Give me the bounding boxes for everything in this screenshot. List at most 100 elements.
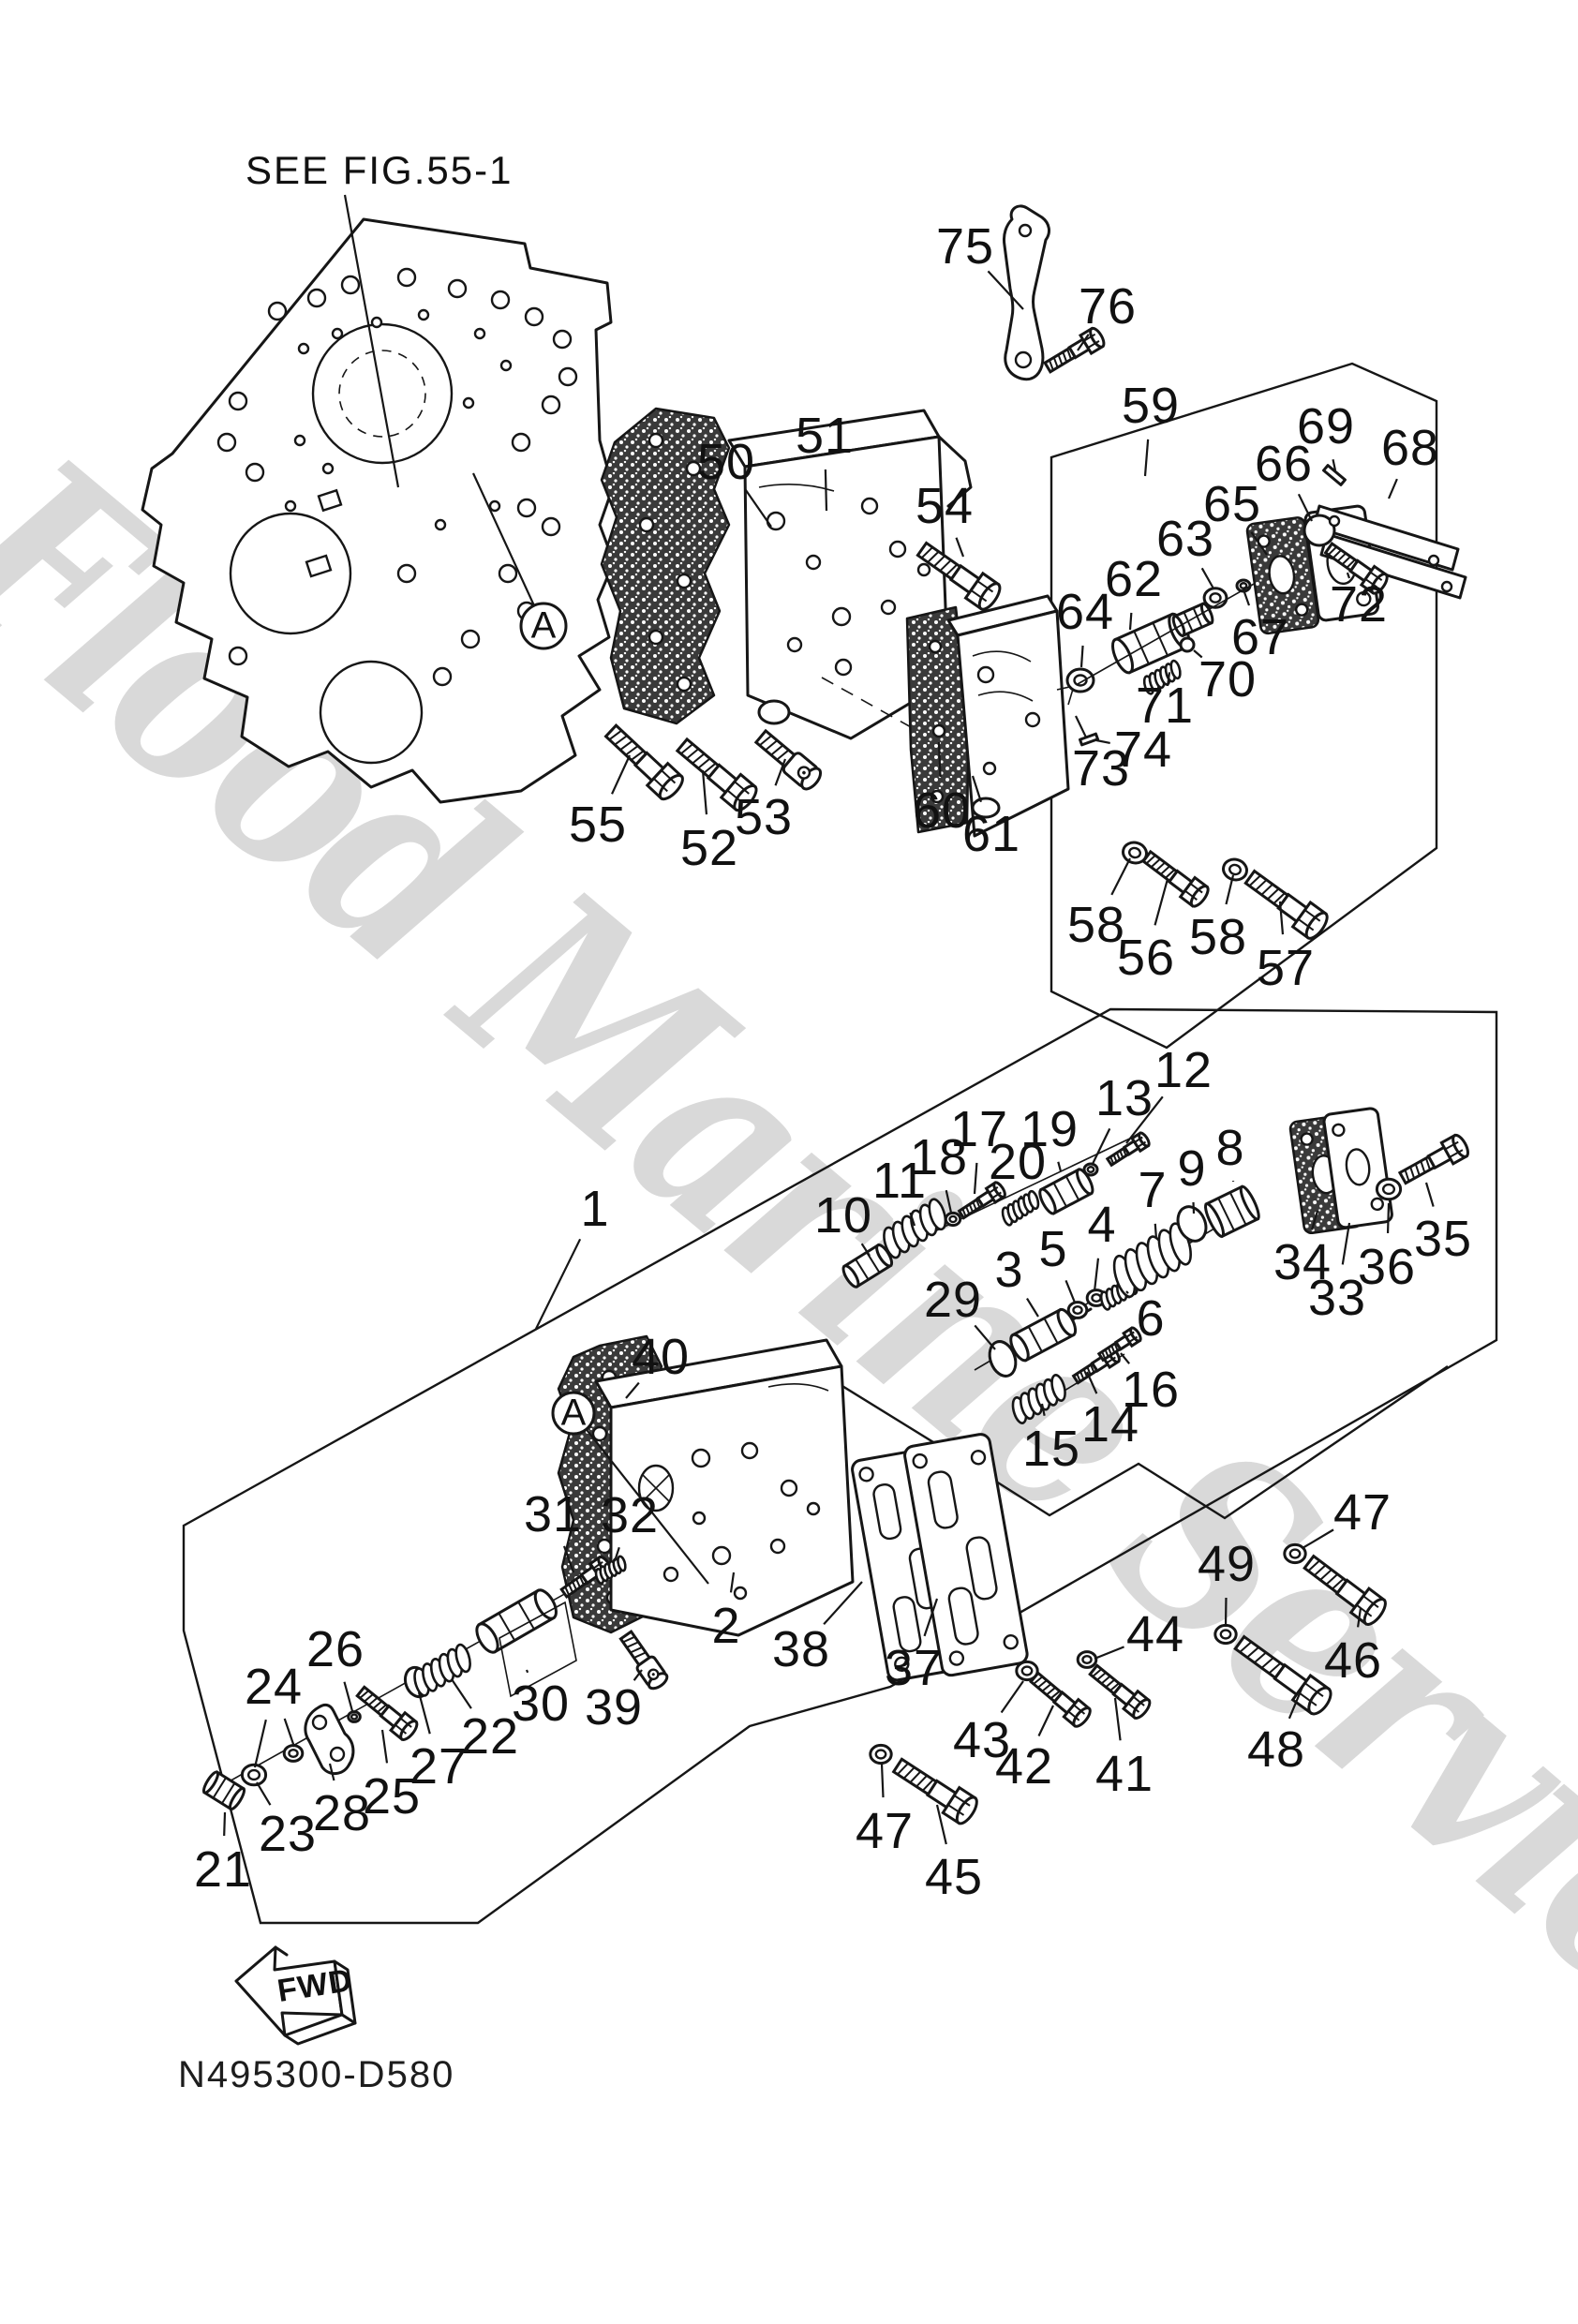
leader-line-27 — [419, 1692, 430, 1734]
part-callout-6: 6 — [1136, 1290, 1166, 1347]
part-callout-19: 19 — [1020, 1101, 1079, 1157]
leader-line-21 — [224, 1812, 225, 1836]
part-callout-7: 7 — [1138, 1162, 1168, 1218]
gasket-50 — [602, 409, 729, 723]
part-callout-28: 28 — [312, 1785, 372, 1841]
part-callout-16: 16 — [1121, 1362, 1181, 1418]
leader-line-58 — [1226, 875, 1233, 904]
part-callout-71: 71 — [1135, 678, 1195, 734]
leader-line-6 — [1126, 1291, 1128, 1293]
leader-line-57 — [1280, 901, 1283, 934]
part-callout-39: 39 — [584, 1679, 644, 1736]
leader-line-73 — [1076, 716, 1086, 738]
leader-line-62 — [1130, 613, 1131, 630]
leader-line-18 — [946, 1190, 951, 1213]
part-callout-3: 3 — [994, 1242, 1024, 1298]
leader-line-39 — [634, 1670, 642, 1680]
leader-line-72 — [1347, 573, 1349, 578]
leader-line-56 — [1155, 879, 1168, 925]
part-callout-56: 56 — [1116, 930, 1176, 986]
seat-9 — [1172, 1202, 1211, 1245]
valve-body-2 — [596, 1340, 853, 1635]
leader-line-28 — [330, 1764, 334, 1780]
part-callout-29: 29 — [923, 1272, 983, 1328]
part-callout-38: 38 — [771, 1621, 831, 1677]
leader-line-44 — [1094, 1646, 1124, 1659]
engine-plate — [142, 219, 614, 802]
part-callout-37: 37 — [884, 1640, 944, 1696]
part-callout-5: 5 — [1038, 1221, 1068, 1277]
leader-line-30 — [527, 1670, 528, 1673]
leader-line-63 — [1202, 568, 1213, 588]
leader-line-50 — [746, 490, 771, 527]
part-callout-33: 33 — [1307, 1270, 1367, 1326]
part-callout-34: 34 — [1273, 1234, 1332, 1290]
detail-marker-circle-0 — [521, 603, 566, 648]
part-callout-59: 59 — [1121, 378, 1181, 434]
leader-line-64 — [1081, 646, 1083, 667]
part-callout-47: 47 — [855, 1803, 915, 1859]
bracket-lever-75 — [1004, 206, 1049, 380]
pin-74 — [1080, 734, 1098, 745]
detail-marker-leader-1 — [587, 1429, 708, 1584]
part-callout-75: 75 — [935, 218, 995, 275]
leader-line-69 — [1332, 459, 1335, 470]
part-callout-14: 14 — [1080, 1396, 1140, 1452]
part-callout-55: 55 — [568, 797, 628, 853]
part-callout-35: 35 — [1413, 1211, 1473, 1267]
part-callout-51: 51 — [795, 408, 855, 464]
gasket-65 — [1246, 516, 1319, 633]
part-callout-47: 47 — [1332, 1484, 1392, 1541]
leader-line-11 — [910, 1213, 915, 1226]
leader-line-26 — [344, 1682, 352, 1711]
part-callout-45: 45 — [924, 1849, 984, 1905]
leader-line-24 — [255, 1720, 266, 1767]
part-callout-69: 69 — [1296, 398, 1356, 454]
pin-69 — [1324, 466, 1346, 485]
detail-marker-label-0: A — [530, 604, 557, 647]
leader-line-67 — [1244, 592, 1249, 605]
part-callout-50: 50 — [696, 434, 756, 490]
part-callout-66: 66 — [1254, 436, 1314, 492]
part-callout-42: 42 — [994, 1738, 1054, 1795]
part-callout-60: 60 — [912, 782, 972, 839]
leader-line-9 — [1193, 1202, 1194, 1214]
leader-line-38 — [824, 1582, 862, 1624]
leader-line-13 — [1093, 1128, 1109, 1164]
part-callout-72: 72 — [1329, 576, 1389, 633]
leader-line-59 — [1145, 439, 1148, 476]
part-callout-13: 13 — [1094, 1070, 1154, 1126]
leader-line-65 — [1251, 532, 1267, 555]
leader-line-35 — [1426, 1183, 1434, 1207]
part-callout-52: 52 — [679, 820, 739, 876]
leader-line-22 — [452, 1679, 471, 1708]
part-callout-41: 41 — [1094, 1746, 1154, 1802]
leader-line-37 — [925, 1599, 937, 1636]
leader-line-23 — [257, 1782, 270, 1805]
fwd-arrow — [236, 1947, 355, 2044]
part-callout-1: 1 — [580, 1181, 610, 1237]
leader-line-45 — [937, 1805, 946, 1844]
leader-line-66 — [1299, 494, 1312, 521]
part-callout-48: 48 — [1246, 1721, 1306, 1778]
part-callout-25: 25 — [362, 1768, 422, 1825]
part-callout-36: 36 — [1357, 1239, 1417, 1295]
part-callout-30: 30 — [511, 1676, 571, 1732]
part-callout-18: 18 — [909, 1129, 969, 1185]
part-callout-22: 22 — [460, 1708, 520, 1765]
leader-line-48 — [1289, 1687, 1303, 1719]
leader-line-42 — [1038, 1706, 1053, 1736]
leader-line-58 — [1111, 858, 1130, 895]
leader-line-29 — [975, 1325, 995, 1349]
part-callout-20: 20 — [988, 1134, 1048, 1190]
part-callout-64: 64 — [1055, 584, 1115, 640]
part-callout-21: 21 — [193, 1841, 253, 1898]
leader-line-1 — [536, 1239, 580, 1329]
leader-line-17 — [975, 1163, 976, 1194]
part-callout-62: 62 — [1104, 551, 1164, 607]
part-callout-10: 10 — [813, 1187, 873, 1244]
detail-marker-circle-1 — [553, 1393, 594, 1434]
leader-line-75 — [988, 271, 1023, 309]
leader-line-43 — [1002, 1681, 1023, 1712]
